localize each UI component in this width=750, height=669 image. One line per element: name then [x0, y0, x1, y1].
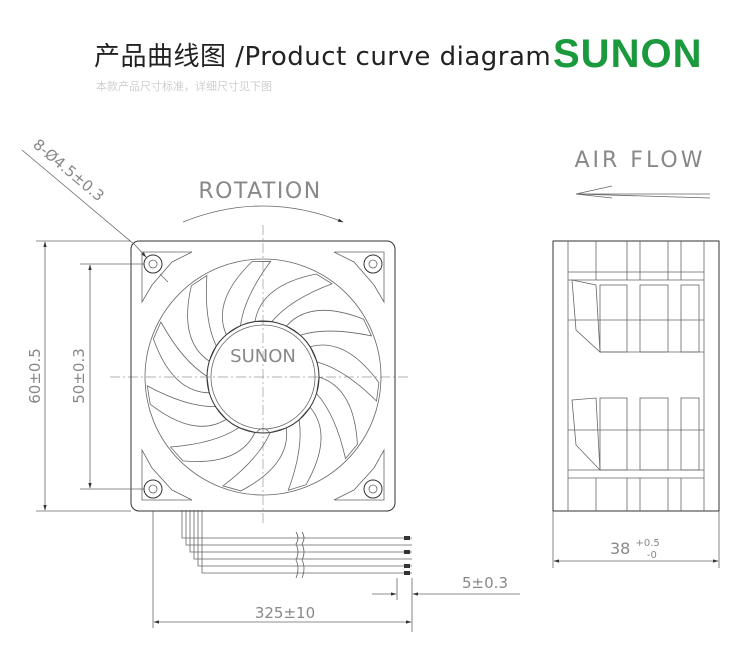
dim-height-holes: 50±0.3	[70, 348, 88, 404]
fan-blade	[285, 309, 373, 337]
fan-blade	[152, 321, 210, 394]
title-english: /Product curve diagram	[235, 42, 552, 72]
fan-blade	[309, 344, 380, 402]
dim-lead-end: 5±0.3	[462, 574, 508, 592]
hole-spec-label: 8-Ø4.5±0.3	[29, 135, 107, 205]
dim-depth-tol-upper: +0.5	[635, 538, 659, 549]
fan-hub	[206, 320, 320, 434]
page-subtitle: 本款产品尺寸标准，详细尺寸见下图	[96, 80, 272, 93]
mounting-hole	[363, 479, 383, 499]
page-title: 产品曲线图 /Product curve diagram	[94, 36, 551, 73]
dim-depth-main: 38	[610, 539, 630, 558]
fan-blade	[187, 274, 217, 362]
fan-blade	[222, 260, 272, 336]
dim-height-outer: 60±0.5	[26, 348, 44, 404]
fan-side-view: AIR FLOW	[552, 148, 720, 568]
fan-front-view: SUNON ROTATION 8-Ø4.5±0.3 60±0.5 50±0.3	[21, 135, 520, 632]
fan-frame	[130, 240, 396, 512]
mounting-hole	[143, 479, 163, 499]
dim-depth: 38 +0.5 -0	[610, 531, 665, 561]
fan-blade	[254, 273, 333, 323]
fan-blade	[146, 385, 227, 427]
fan-blade	[316, 376, 358, 460]
hub-label: SUNON	[230, 346, 296, 367]
mounting-hole	[363, 254, 383, 274]
mounting-hole	[143, 254, 163, 274]
rotation-label: ROTATION	[198, 179, 321, 204]
title-chinese: 产品曲线图	[94, 42, 227, 72]
sunon-logo: SUNON	[553, 32, 703, 76]
lead-wires	[181, 510, 412, 579]
fan-blade	[169, 427, 256, 462]
fan-blade	[287, 406, 322, 491]
rotation-arrow	[182, 205, 344, 223]
fan-blade	[222, 427, 288, 492]
airflow-label: AIR FLOW	[574, 148, 705, 173]
dim-depth-tol-lower: -0	[647, 550, 657, 561]
fan-blades	[146, 260, 380, 492]
dim-lead-length: 325±10	[255, 604, 315, 622]
